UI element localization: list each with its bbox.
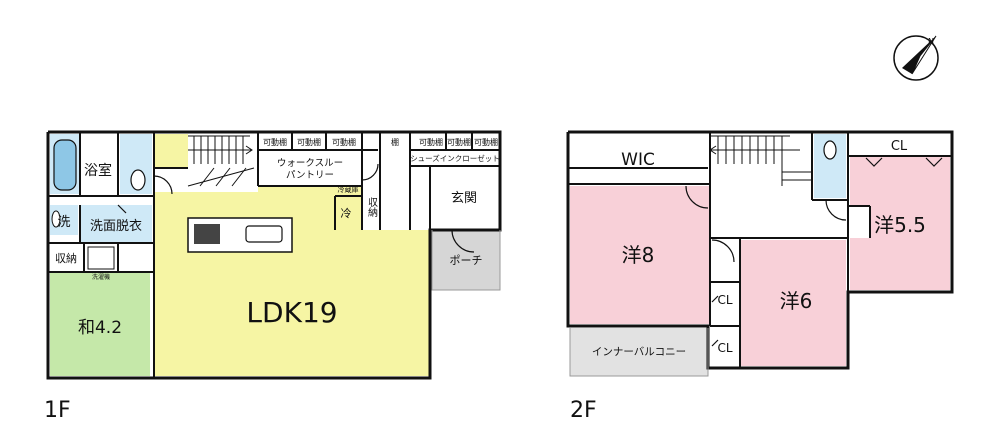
shoes-closet-label: シューズインクローゼット — [410, 153, 500, 163]
svg-text:N: N — [928, 37, 934, 46]
storage-mid-label: 収納 — [366, 197, 378, 218]
movable-shelf-2: 可動棚 — [297, 137, 321, 147]
floor-2-label: 2F — [570, 398, 597, 423]
fridge-fill — [335, 198, 357, 226]
wic-label: WIC — [621, 150, 655, 170]
floor-1: 浴室 洗 洗面脱衣 収納 和4.2 LDK19 可動棚 可動棚 可動棚 棚 可動… — [46, 130, 502, 380]
movable-shelf-3: 可動棚 — [332, 137, 356, 147]
balcony-label: インナーバルコニー — [592, 346, 686, 358]
washitsu-fill — [50, 272, 150, 376]
washitsu-label: 和4.2 — [78, 318, 122, 338]
doors-2f — [685, 157, 943, 347]
washer-icon — [87, 246, 115, 270]
wash-small-label: 洗 — [57, 215, 70, 230]
washroom-fill — [80, 205, 152, 243]
fridge-mark: 冷蔵庫 — [338, 185, 359, 194]
ldk-fill — [154, 186, 430, 376]
toilet2-icon — [823, 140, 837, 160]
cl-b-label: CL — [717, 341, 732, 355]
washbasin-icon — [51, 210, 61, 228]
room55-label: 洋5.5 — [874, 213, 926, 237]
inner-walls-1f — [48, 132, 500, 378]
storage-left-label: 収納 — [55, 252, 77, 265]
ldk-label: LDK19 — [246, 296, 337, 329]
room8-fill — [570, 186, 710, 324]
room55-fill — [850, 156, 950, 290]
bathtub-icon — [53, 139, 77, 191]
walls-2f — [566, 130, 954, 370]
fridge-label: 冷 — [341, 207, 352, 220]
cl-top-label: CL — [891, 139, 908, 154]
walkthrough-line1: ウォークスルー — [277, 158, 343, 169]
bath-label: 浴室 — [84, 162, 112, 179]
room8-label: 洋8 — [622, 243, 655, 267]
kitchen-stove-icon — [194, 224, 220, 244]
balcony-outline — [569, 328, 709, 377]
balcony-fill — [570, 328, 708, 376]
shelf-1: 棚 — [391, 137, 399, 147]
porch-label: ポーチ — [450, 254, 483, 267]
washer-mark: 洗濯機 — [92, 273, 110, 281]
movable-shelf-1: 可動棚 — [263, 137, 287, 147]
movable-shelf-6: 可動棚 — [474, 137, 498, 147]
toilet-icon — [130, 169, 146, 191]
floor-2: WIC CL 洋8 洋5.5 洋6 CL CL インナーバルコニー — [566, 130, 954, 377]
movable-shelf-4: 可動棚 — [419, 137, 443, 147]
entrance-label: 玄関 — [451, 191, 477, 206]
walkthrough-line2: パントリー — [286, 170, 334, 181]
compass-north-icon: N — [893, 35, 939, 81]
kitchen-sink-icon — [245, 225, 283, 243]
room6-label: 洋6 — [780, 289, 813, 313]
porch-outline — [431, 230, 501, 291]
movable-shelf-5: 可動棚 — [447, 137, 471, 147]
hall-fill — [154, 134, 188, 168]
stairs-2f — [709, 135, 812, 186]
storage-mid-vertical: 収納 — [366, 197, 378, 218]
washroom-label: 洗面脱衣 — [90, 218, 142, 234]
porch-fill — [432, 230, 500, 290]
doors-1f — [117, 163, 475, 253]
inner-walls-2f — [568, 132, 952, 368]
cl-a-label: CL — [717, 293, 732, 307]
floor-1-label: 1F — [44, 398, 71, 423]
stairs-1f — [187, 135, 255, 187]
room6-fill — [740, 240, 846, 366]
